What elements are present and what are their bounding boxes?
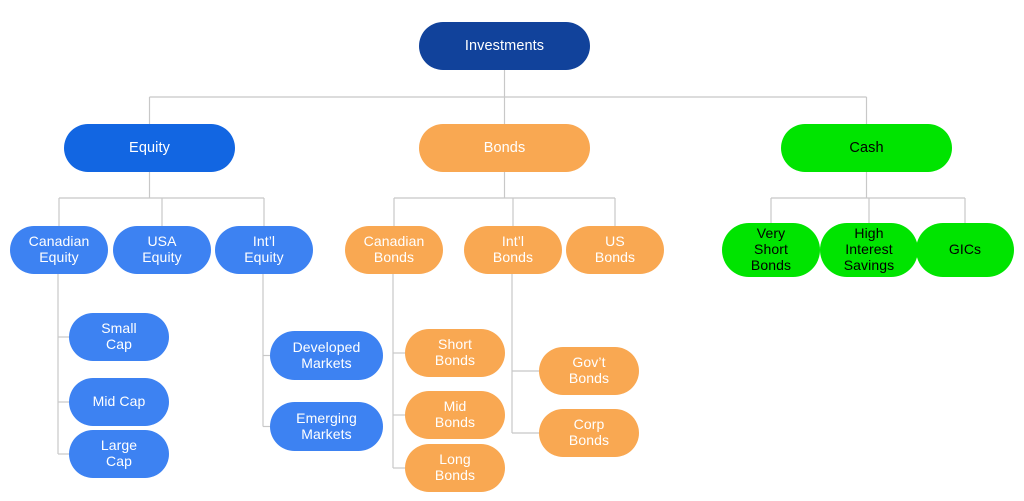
- node-high-interest[interactable]: High Interest Savings: [820, 223, 918, 277]
- node-emerging-markets[interactable]: Emerging Markets: [270, 402, 383, 451]
- node-intl-equity[interactable]: Int’l Equity: [215, 226, 313, 274]
- node-corp-bonds[interactable]: Corp Bonds: [539, 409, 639, 457]
- node-canadian-bonds[interactable]: Canadian Bonds: [345, 226, 443, 274]
- node-small-cap[interactable]: Small Cap: [69, 313, 169, 361]
- node-usa-equity[interactable]: USA Equity: [113, 226, 211, 274]
- node-canadian-equity[interactable]: Canadian Equity: [10, 226, 108, 274]
- node-bonds[interactable]: Bonds: [419, 124, 590, 172]
- node-equity[interactable]: Equity: [64, 124, 235, 172]
- node-gics[interactable]: GICs: [916, 223, 1014, 277]
- node-cash[interactable]: Cash: [781, 124, 952, 172]
- node-mid-cap[interactable]: Mid Cap: [69, 378, 169, 426]
- node-intl-bonds[interactable]: Int’l Bonds: [464, 226, 562, 274]
- node-developed-markets[interactable]: Developed Markets: [270, 331, 383, 380]
- node-govt-bonds[interactable]: Gov’t Bonds: [539, 347, 639, 395]
- node-us-bonds[interactable]: US Bonds: [566, 226, 664, 274]
- node-very-short-bonds[interactable]: Very Short Bonds: [722, 223, 820, 277]
- node-investments[interactable]: Investments: [419, 22, 590, 70]
- node-short-bonds[interactable]: Short Bonds: [405, 329, 505, 377]
- node-large-cap[interactable]: Large Cap: [69, 430, 169, 478]
- node-long-bonds[interactable]: Long Bonds: [405, 444, 505, 492]
- node-mid-bonds[interactable]: Mid Bonds: [405, 391, 505, 439]
